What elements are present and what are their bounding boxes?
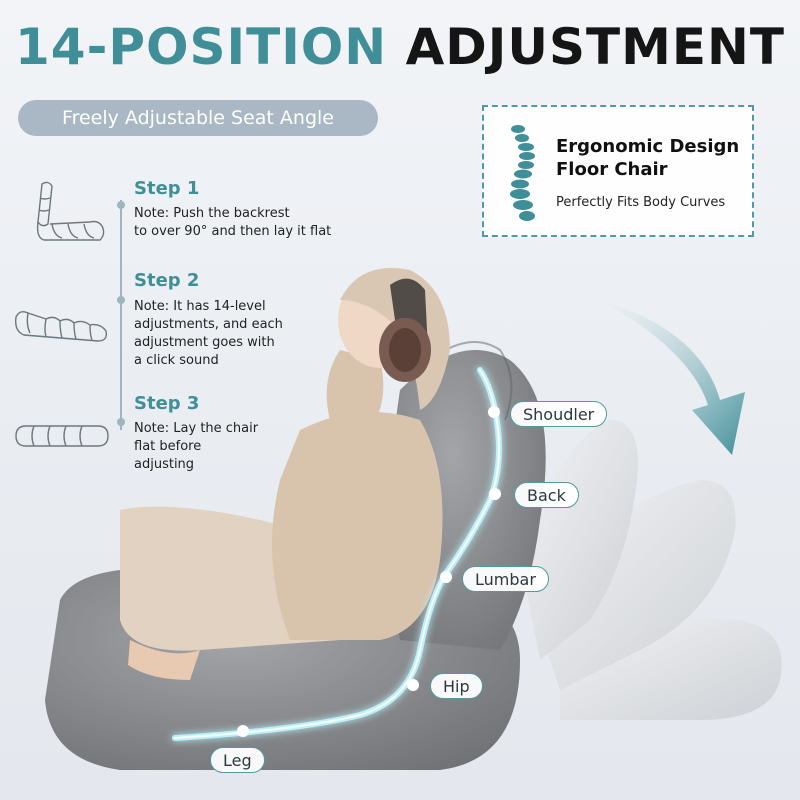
- timeline-dot: [117, 296, 125, 304]
- rotation-arrow-icon: [600, 300, 745, 455]
- step-3-title: Step 3: [134, 393, 200, 414]
- person-figure: [120, 268, 450, 680]
- info-subtitle: Perfectly Fits Body Curves: [556, 195, 726, 210]
- chair-reclined-icon: [14, 310, 108, 342]
- label-hip: Hip: [430, 673, 483, 699]
- step-1-note: Note: Push the backrest to over 90° and …: [134, 206, 332, 239]
- info-title: Ergonomic Design Floor Chair: [556, 135, 739, 181]
- shoulder-point: [488, 406, 500, 418]
- step-1-title: Step 1: [134, 178, 200, 199]
- timeline-dot: [117, 201, 125, 209]
- chair-flat-icon: [15, 425, 109, 447]
- back-point: [489, 488, 501, 500]
- info-title-line-2: Floor Chair: [556, 159, 668, 180]
- label-back: Back: [514, 482, 579, 508]
- ghost-backrest: [520, 420, 639, 660]
- hip-point: [407, 679, 419, 691]
- page-title: 14-POSITION ADJUSTMENT: [0, 18, 800, 76]
- label-lumbar: Lumbar: [462, 566, 549, 592]
- ghost-backrest: [530, 480, 736, 690]
- chair-upright-icon: [36, 181, 105, 241]
- leg-point: [237, 725, 249, 737]
- steps-timeline: [120, 200, 122, 430]
- step-2-title: Step 2: [134, 270, 200, 291]
- info-box: Ergonomic Design Floor Chair Perfectly F…: [482, 105, 754, 237]
- lumbar-point: [440, 571, 452, 583]
- label-shoulder: Shoudler: [510, 401, 608, 427]
- step-2-note: Note: It has 14-level adjustments, and e…: [134, 299, 283, 368]
- step-3-note: Note: Lay the chair flat before adjustin…: [134, 421, 259, 472]
- label-leg: Leg: [210, 747, 265, 773]
- spine-icon: [510, 125, 535, 221]
- title-part-2: ADJUSTMENT: [405, 18, 785, 76]
- timeline-dot: [117, 418, 125, 426]
- title-part-1: 14-POSITION: [15, 18, 388, 76]
- subtitle-pill: Freely Adjustable Seat Angle: [18, 100, 378, 136]
- info-title-line-1: Ergonomic Design: [556, 136, 740, 157]
